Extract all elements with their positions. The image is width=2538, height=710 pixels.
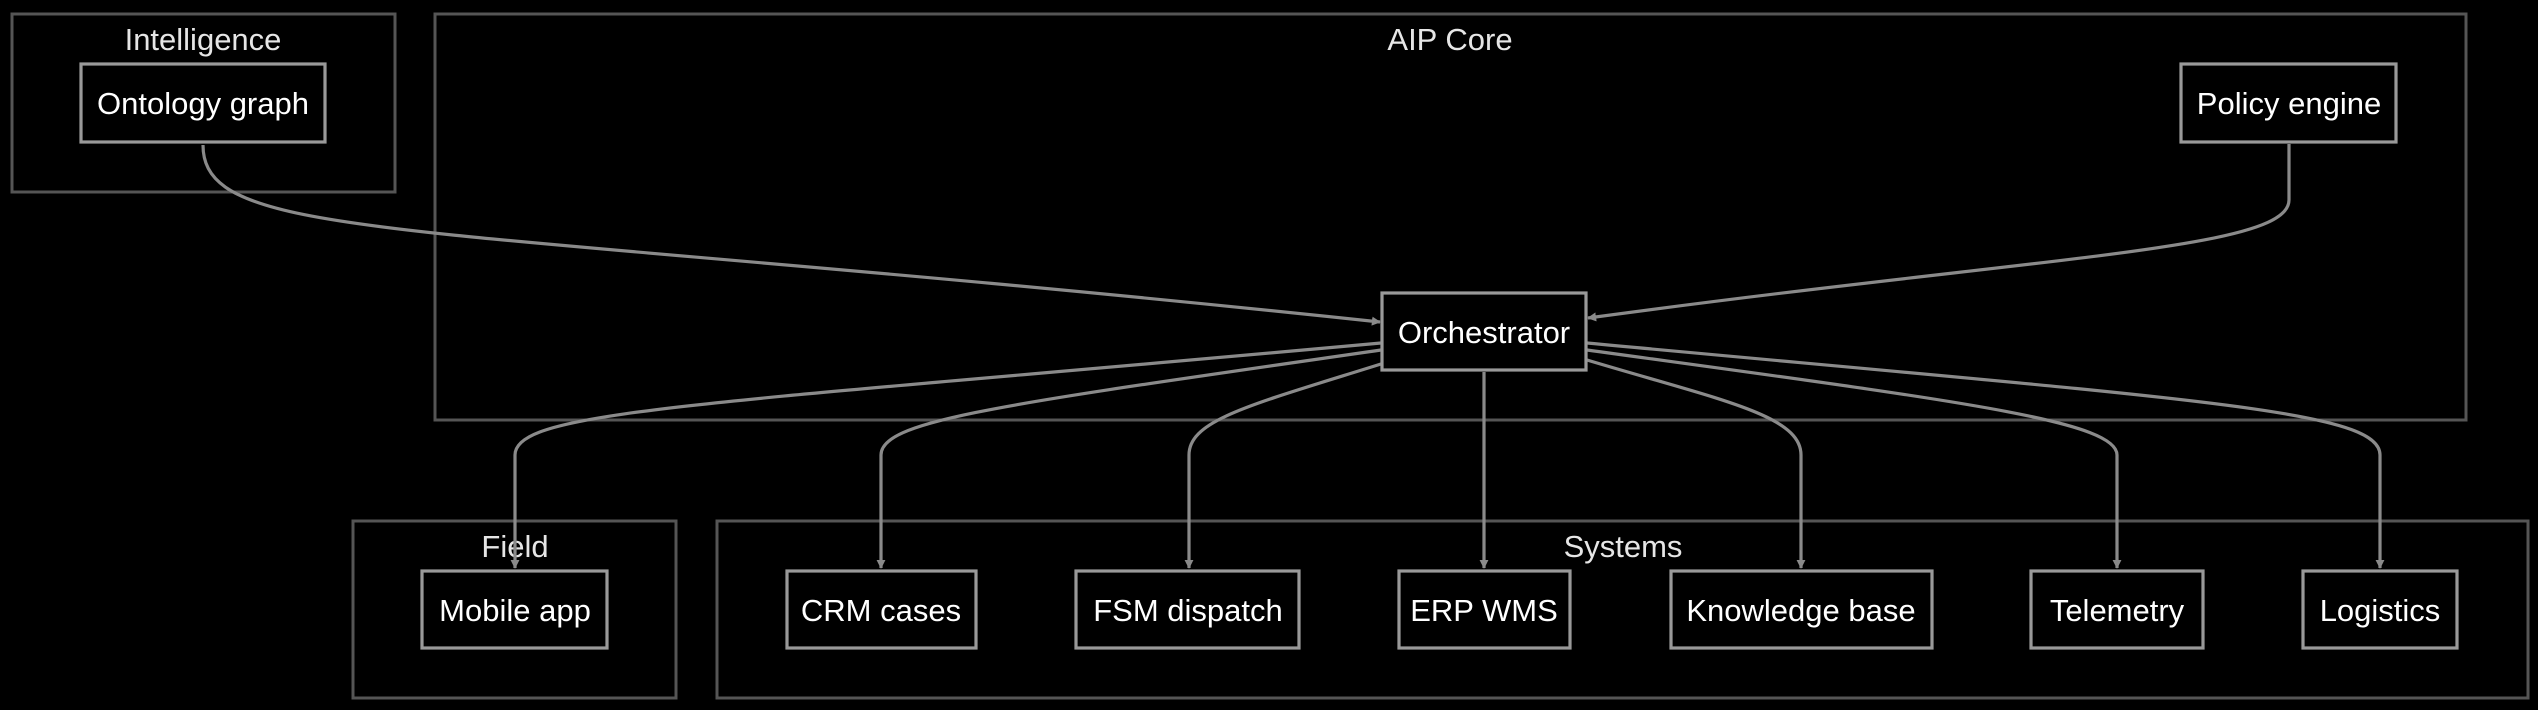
node-policy-engine: Policy engine — [2179, 62, 2398, 144]
node-orchestrator: Orchestrator — [1380, 291, 1588, 372]
cluster-label-systems: Systems — [1564, 529, 1683, 564]
node-label-ontology-graph: Ontology graph — [97, 86, 309, 121]
node-label-telemetry: Telemetry — [2050, 593, 2185, 628]
node-label-fsm-dispatch: FSM dispatch — [1093, 593, 1283, 628]
node-knowledge-base: Knowledge base — [1669, 569, 1934, 650]
node-label-orchestrator: Orchestrator — [1398, 315, 1570, 350]
node-fsm-dispatch: FSM dispatch — [1074, 569, 1301, 650]
cluster-label-aip-core: AIP Core — [1387, 22, 1512, 57]
edge-orchestrator-to-knowledge-base — [1586, 358, 1806, 569]
node-logistics: Logistics — [2301, 569, 2459, 650]
edge-orchestrator-to-logistics — [1586, 341, 2385, 569]
edge-policy-to-orchestrator — [1587, 144, 2291, 322]
cluster-systems — [715, 519, 2530, 700]
cluster-intelligence — [10, 12, 397, 194]
cluster-label-intelligence: Intelligence — [125, 22, 282, 57]
edge-orchestrator-to-crm-cases — [876, 348, 1382, 569]
node-label-erp-wms: ERP WMS — [1410, 593, 1558, 628]
node-label-knowledge-base: Knowledge base — [1686, 593, 1915, 628]
node-label-logistics: Logistics — [2320, 593, 2441, 628]
node-crm-cases: CRM cases — [785, 569, 978, 650]
node-mobile-app: Mobile app — [420, 569, 609, 650]
node-erp-wms: ERP WMS — [1397, 569, 1572, 650]
node-ontology-graph: Ontology graph — [79, 62, 327, 144]
edge-orchestrator-to-fsm-dispatch — [1184, 362, 1382, 569]
edge-orchestrator-to-telemetry — [1586, 348, 2122, 569]
edge-orchestrator-to-mobile-app — [510, 341, 1382, 569]
node-label-policy-engine: Policy engine — [2197, 86, 2381, 121]
node-label-crm-cases: CRM cases — [801, 593, 961, 628]
edge-ontology-to-orchestrator — [201, 144, 1381, 326]
node-label-mobile-app: Mobile app — [439, 593, 591, 628]
cluster-aip-core — [433, 12, 2468, 422]
node-telemetry: Telemetry — [2029, 569, 2205, 650]
